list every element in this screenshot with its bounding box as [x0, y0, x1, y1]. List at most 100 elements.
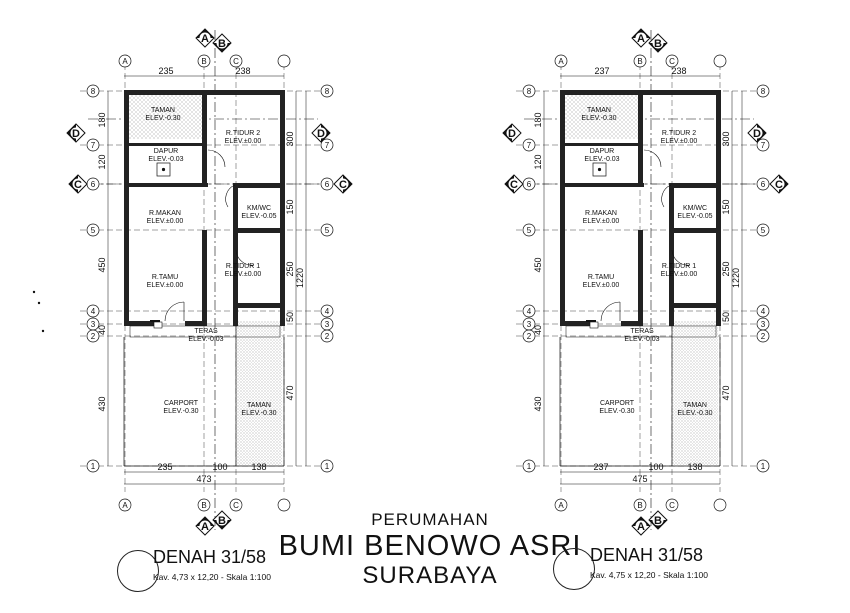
room-teras-name: TERAS — [194, 328, 218, 335]
dim-top-0: 235 — [158, 66, 173, 76]
dim-bottom-1: 100 — [648, 462, 663, 472]
section-mark-left-D-disc — [506, 127, 518, 139]
grid-bubble-right-8-label: 8 — [325, 87, 330, 96]
grid-bubble-right-4-label: 4 — [761, 307, 766, 316]
section-mark-bottom-B-disc — [652, 514, 664, 526]
sink-drain — [597, 167, 602, 172]
wall-3 — [124, 143, 206, 146]
door-arc-tidur1 — [671, 249, 691, 266]
grid-bubble-bottom-C — [665, 498, 679, 512]
dim-right-0: 300 — [721, 131, 731, 146]
wall-12 — [185, 321, 207, 326]
wall-3 — [560, 143, 642, 146]
grid-bubble-left-6-label: 6 — [91, 180, 96, 189]
dim-left-0: 180 — [97, 112, 107, 127]
section-mark-right-D-label: D — [753, 128, 761, 140]
dim-left-4: 430 — [533, 396, 543, 411]
grid-bubble-right-2-label: 2 — [325, 332, 330, 341]
section-mark-left-D-disc — [70, 127, 82, 139]
hatch-taman-front — [236, 321, 282, 466]
room-carport-elev: ELEV.-0.30 — [599, 408, 634, 415]
door-arc-dapur — [207, 149, 226, 168]
section-mark-right-C-label: C — [339, 179, 347, 191]
north-circle-right — [553, 548, 595, 590]
grid-bubble-right-1 — [756, 459, 770, 473]
room-taman_back-name: TAMAN — [151, 107, 175, 114]
section-mark-top-B-label: B — [654, 38, 662, 50]
dim-left-0: 180 — [533, 112, 543, 127]
section-mark-top-A-label: A — [201, 33, 209, 45]
room-makan-elev: ELEV.±0.00 — [583, 218, 620, 225]
dim-right-1: 150 — [721, 199, 731, 214]
grid-bubble-bottom-A-label: A — [558, 501, 564, 510]
grid-bubble-right-1-label: 1 — [761, 462, 766, 471]
room-tidur1-elev: ELEV.±0.00 — [225, 271, 262, 278]
grid-bubble-top-C-label: C — [233, 57, 239, 66]
grid-bubble-top-A — [554, 54, 568, 68]
grid-bubble-left-2-label: 2 — [527, 332, 532, 341]
dim-top-1: 238 — [235, 66, 250, 76]
room-carport-name: CARPORT — [164, 400, 199, 407]
room-dapur-name: DAPUR — [154, 148, 179, 155]
room-teras-elev: ELEV.-0.03 — [188, 336, 223, 343]
room-tidur2-name: R.TIDUR 2 — [662, 130, 696, 137]
dim-top-1: 238 — [671, 66, 686, 76]
north-circle-left — [117, 550, 159, 592]
wall-7 — [669, 183, 721, 188]
grid-bubble-bottom-C-label: C — [669, 501, 675, 510]
wall-4 — [124, 183, 208, 187]
window-detail — [589, 321, 599, 329]
hatch-taman-front — [672, 321, 718, 466]
wall-6 — [638, 230, 643, 326]
wall-11 — [560, 321, 596, 326]
grid-bubble-bottom-B — [633, 498, 647, 512]
grid-bubble-bottom-B-label: B — [201, 501, 206, 510]
grid-bubble-left-1 — [86, 459, 100, 473]
door-arc-entry — [164, 301, 185, 322]
grid-bubble-left-5 — [86, 223, 100, 237]
room-carport-elev: ELEV.-0.30 — [163, 408, 198, 415]
grid-bubble-left-3-label: 3 — [527, 320, 532, 329]
dim-right-3: 50 — [721, 312, 731, 322]
wall-11 — [124, 321, 160, 326]
dim-right-3: 50 — [285, 312, 295, 322]
grid-bubble-top-A — [118, 54, 132, 68]
wall-2 — [716, 90, 721, 326]
wall-1 — [560, 90, 565, 326]
section-mark-left-C-disc — [72, 178, 84, 190]
grid-bubble-left-7 — [86, 138, 100, 152]
grid-bubble-left-8-label: 8 — [527, 87, 532, 96]
dim-left-2: 450 — [533, 257, 543, 272]
grid-bubble-left-2-label: 2 — [91, 332, 96, 341]
door-arc-tidur1 — [235, 249, 255, 266]
section-mark-bottom-A-label: A — [201, 521, 209, 533]
grid-bubble-right-1-label: 1 — [325, 462, 330, 471]
grid-bubble-left-4-label: 4 — [91, 307, 96, 316]
room-teras-name: TERAS — [630, 328, 654, 335]
grid-bubble-right-7-label: 7 — [761, 141, 766, 150]
wall-5 — [202, 90, 207, 185]
grid-bubble-top-right — [277, 54, 291, 68]
wall-10 — [233, 228, 238, 326]
dim-left-3: 40 — [533, 325, 543, 335]
grid-bubble-right-8-label: 8 — [761, 87, 766, 96]
dim-bottom-total: 473 — [196, 474, 211, 484]
room-teras-elev: ELEV.-0.03 — [624, 336, 659, 343]
room-tamu-elev: ELEV.±0.00 — [583, 282, 620, 289]
dim-right-4: 470 — [721, 385, 731, 400]
dim-left-2: 450 — [97, 257, 107, 272]
grid-bubble-right-8 — [320, 84, 334, 98]
room-tidur1-name: R.TIDUR 1 — [662, 263, 696, 270]
room-kmwc-elev: ELEV.-0.05 — [677, 213, 712, 220]
room-dapur-elev: ELEV.-0.03 — [584, 156, 619, 163]
grid-bubble-right-2-label: 2 — [761, 332, 766, 341]
dim-right-2: 250 — [721, 261, 731, 276]
dim-right-0: 300 — [285, 131, 295, 146]
dim-right-4: 470 — [285, 385, 295, 400]
dim-left-3: 40 — [97, 325, 107, 335]
section-mark-top-A-disc — [635, 32, 647, 44]
room-taman_front-elev: ELEV.-0.30 — [241, 410, 276, 417]
grid-bubble-top-B — [197, 54, 211, 68]
